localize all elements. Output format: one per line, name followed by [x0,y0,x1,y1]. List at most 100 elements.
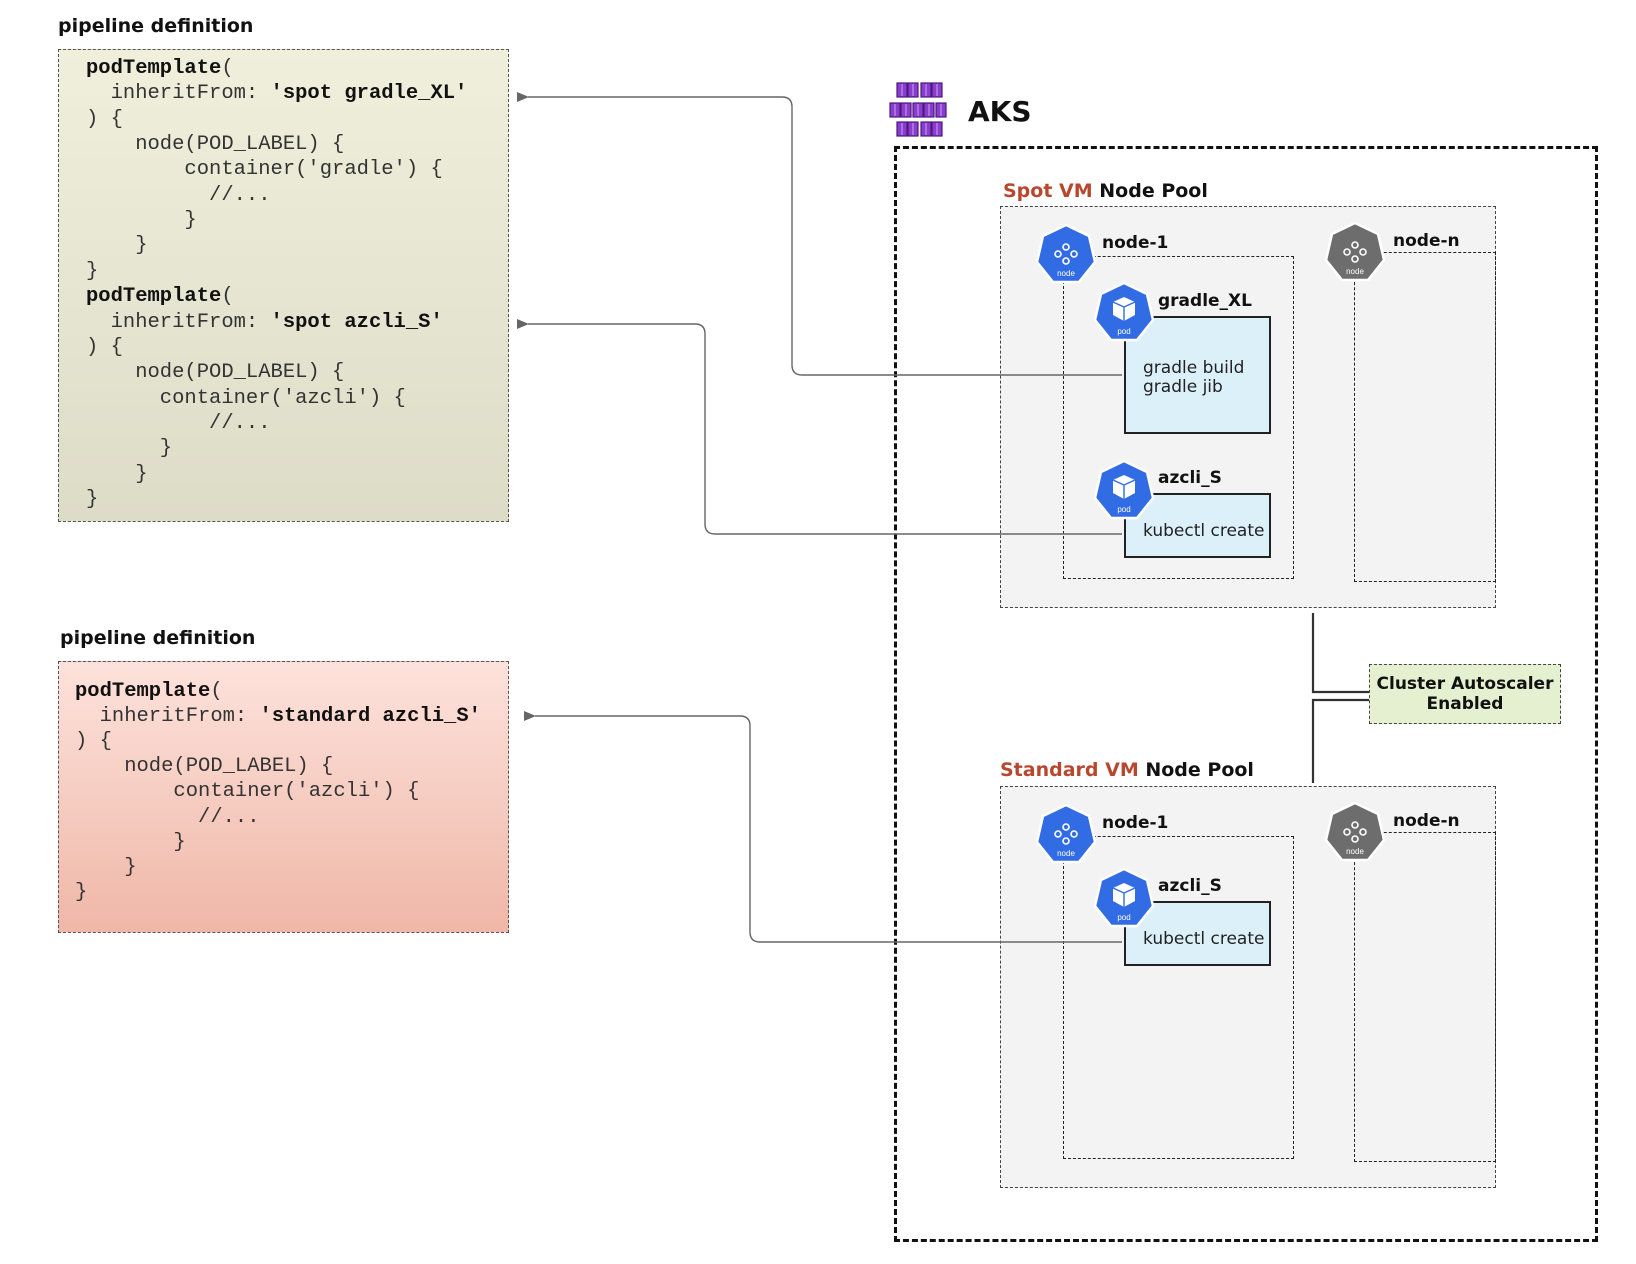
code-line: ) { [86,335,123,360]
code-text: } [75,855,137,879]
code-text: } [86,259,99,283]
code-line: node(POD_LABEL) { [86,132,344,157]
code-text: } [86,234,148,258]
pod-icon-text: pod [1117,505,1130,514]
code-line: podTemplate( [86,56,234,81]
code-line: container('gradle') { [86,157,442,182]
code-line: } [86,436,172,461]
node-icon-text: node [1346,267,1364,276]
standard-pool-suffix: Node Pool [1138,759,1254,781]
node-icon-text: node [1057,849,1075,858]
autoscaler-line-1: Cluster Autoscaler [1376,674,1554,694]
spot-pool-label: Spot VM Node Pool [1003,180,1208,202]
code-line: } [75,830,186,855]
spot-node-1-name: node-1 [1102,233,1169,253]
code-keyword: podTemplate [75,680,211,703]
arrow-azcli-spot-to-template [517,319,1122,535]
code-text: inheritFrom: [86,82,271,106]
code-text: inheritFrom: [86,310,271,334]
code-text: } [75,830,186,854]
code-line: } [86,259,98,284]
pod-icon-text: pod [1117,913,1130,922]
code-text: } [75,880,88,904]
container-azcli-spot-line-1: kubectl create [1143,521,1265,541]
container-gradle-line-1: gradle build [1143,358,1245,378]
code-line: inheritFrom: 'standard azcli_S' [75,704,481,729]
code-line: } [86,208,197,233]
node-icon: node [1035,223,1097,284]
code-text: container('azcli') { [75,780,420,804]
code-line: //... [86,183,271,208]
pipeline-label-standard: pipeline definition [60,627,256,649]
code-keyword: 'spot azcli_S' [270,310,443,334]
code-line: //... [75,805,260,830]
code-keyword: 'standard azcli_S' [259,705,481,729]
code-text: } [86,462,148,486]
standard-pod-1-name: azcli_S [1158,876,1222,896]
code-text: ) { [86,335,123,359]
code-text: ( [221,285,234,309]
arrow-azcli-standard-to-template [524,711,1122,943]
code-text: //... [86,183,271,207]
standard-node-n-name: node-n [1393,811,1460,831]
code-keyword: podTemplate [86,57,222,80]
code-text: container('azcli') { [86,386,406,410]
cluster-autoscaler-box: Cluster Autoscaler Enabled [1369,664,1561,724]
spot-pod-1-name: gradle_XL [1158,291,1252,311]
aks-title: AKS [968,95,1032,128]
node-icon: node [1324,221,1386,282]
code-block-standard: podTemplate( inheritFrom: 'standard azcl… [58,661,509,933]
node-icon-text: node [1057,269,1075,278]
code-text: node(POD_LABEL) { [86,361,345,385]
code-line: ) { [86,107,123,132]
code-line: podTemplate( [86,284,234,309]
code-text: //... [75,805,260,829]
code-text: //... [86,411,271,435]
container-gradle-line-2: gradle jib [1143,377,1223,397]
spot-node-1-frame [1063,256,1294,579]
code-block-spot: podTemplate( inheritFrom: 'spot gradle_X… [58,49,509,522]
code-line: podTemplate( [75,679,223,704]
code-text: node(POD_LABEL) { [86,133,345,157]
code-text: ( [221,57,234,80]
standard-pool-accent: Standard VM [1000,759,1139,781]
code-line: ) { [75,729,112,754]
code-line: } [75,880,87,905]
code-text: ) { [86,107,123,131]
code-line: //... [86,411,271,436]
container-azcli-standard-box: kubectl create [1124,901,1271,966]
connector-lines [517,92,1122,943]
code-line: container('azcli') { [75,779,419,804]
code-line: node(POD_LABEL) { [86,360,344,385]
code-text: inheritFrom: [75,705,260,729]
code-line: inheritFrom: 'spot gradle_XL' [86,81,468,106]
autoscaler-line-2: Enabled [1426,694,1504,714]
arrow-gradle-to-spot-template [517,92,1122,376]
code-text: ) { [75,730,112,754]
node-icon-text: node [1346,847,1364,856]
code-line: inheritFrom: 'spot azcli_S' [86,310,443,335]
container-gradle-box: gradle build gradle jib [1124,316,1271,434]
code-text: } [86,437,173,461]
aks-cluster-frame [894,146,1598,1242]
standard-node-n-frame [1354,832,1496,1162]
node-icon: node [1035,803,1097,864]
code-text: ( [210,680,223,703]
spot-pool-suffix: Node Pool [1092,180,1208,202]
standard-node-1-frame [1063,836,1294,1159]
aks-logo-icon [889,82,947,137]
code-text: } [86,487,99,511]
pod-icon: pod [1093,281,1155,342]
container-azcli-spot-box: kubectl create [1124,493,1271,558]
container-azcli-standard-line-1: kubectl create [1143,929,1265,949]
pod-icon: pod [1093,867,1155,928]
spot-pool-accent: Spot VM [1003,180,1093,202]
code-line: } [86,487,98,512]
code-line: } [75,855,137,880]
pod-icon: pod [1093,459,1155,520]
code-line: node(POD_LABEL) { [75,754,333,779]
autoscaler-to-standard-pool-line [1311,698,1369,783]
autoscaler-to-spot-pool-line [1311,613,1369,694]
code-text: } [86,209,197,233]
